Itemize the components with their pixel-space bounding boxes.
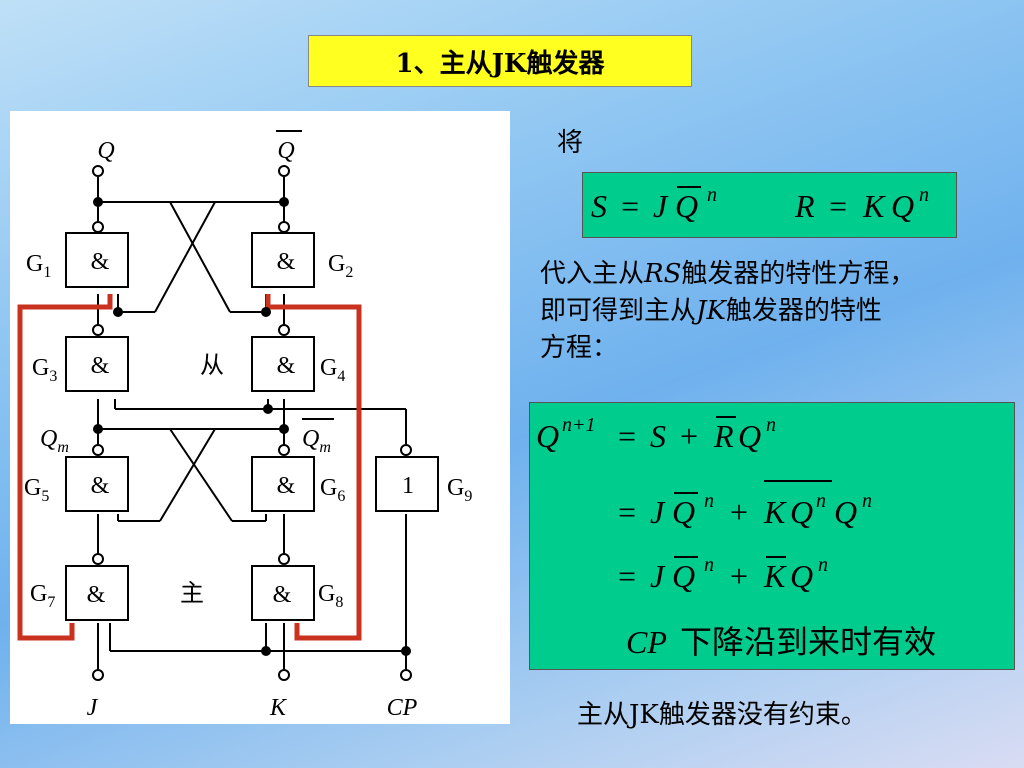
jk-flipflop-diagram: & & & & & & 1 & & G1 G2 G3 G4 G5 G6 G9 G… [10, 111, 510, 724]
row2-plus: + [730, 494, 748, 530]
slide-title: 1、主从JK触发器 [308, 35, 692, 87]
row2-k: K [763, 494, 787, 530]
para-line-1: 代入主从RS触发器的特性方程， [540, 259, 916, 289]
row3-k: K [763, 558, 787, 594]
gate-label-g2: G2 [328, 251, 353, 281]
row1-plus: + [680, 418, 698, 454]
row2-q3: Q [834, 494, 857, 530]
slave-section-label: 从 [200, 351, 224, 379]
terminal-circles [92, 165, 412, 681]
para-line-3: 方程： [540, 333, 619, 363]
eq-s-equals: = [621, 188, 639, 224]
eq-r-q: Q [891, 188, 914, 224]
row1-q2: Q [738, 418, 761, 454]
row3-plus: + [730, 558, 748, 594]
eq-s-sup-n: n [707, 184, 717, 206]
intro-word: 将 [557, 128, 584, 158]
feedback-paths [17, 294, 362, 641]
gate-label-g5: G5 [24, 475, 49, 505]
row2-sup-n-3: n [862, 490, 872, 512]
input-cp-label: CP [387, 695, 418, 721]
gate-g2-symbol: & [277, 249, 296, 275]
explanation-paragraph: 代入主从RS触发器的特性方程， 即可得到主从JK触发器的特性 方程： [540, 256, 1020, 367]
row3-sup-n-1: n [704, 554, 714, 576]
sr-equation-svg: S = J Q n R = K Q n [591, 184, 929, 224]
row3-q2: Q [790, 558, 813, 594]
gate-g7-symbol: & [87, 582, 106, 608]
eq-r-equals: = [829, 188, 847, 224]
gate-g6-symbol: & [277, 473, 296, 499]
gate-g3-symbol: & [91, 353, 110, 379]
row2-sup-n-2: n [816, 490, 826, 512]
gate-label-g7: G7 [30, 581, 55, 611]
eq-s-lhs: S [591, 188, 607, 224]
gate-label-g8: G8 [318, 581, 343, 611]
gate-g9-symbol: 1 [402, 473, 414, 499]
row3-j: J [650, 558, 666, 594]
row1-sup-n: n [766, 414, 776, 436]
row1-r: R [713, 418, 734, 454]
eq-r-sup-n: n [919, 184, 929, 206]
row1-sup-next: n+1 [562, 414, 596, 436]
master-section-label: 主 [180, 579, 204, 607]
row2-q: Q [672, 494, 695, 530]
row1-s: S [650, 418, 666, 454]
output-q-label: Q [97, 138, 114, 164]
sr-equation-box: S = J Q n R = K Q n [582, 172, 957, 238]
output-qbar-label: Q [277, 138, 294, 164]
gate-g8-symbol: & [273, 582, 292, 608]
qm-bar-label: Qm [302, 426, 331, 456]
gate-g1-symbol: & [91, 249, 110, 275]
row3-sup-n-2: n [818, 554, 828, 576]
char-equation-box: Q n+1 = S + R Q n = J Q n + K Q n Q n = … [529, 402, 1015, 670]
eq-s-j: J [653, 188, 669, 224]
row1-equals: = [618, 418, 636, 454]
eq-r-lhs: R [794, 188, 815, 224]
gate-label-g6: G6 [320, 475, 345, 505]
cp-note-symbol: CP [626, 624, 667, 660]
row3-equals: = [618, 558, 636, 594]
eq-r-k: K [862, 188, 886, 224]
row1-q: Q [536, 418, 559, 454]
gate-label-g9: G9 [447, 475, 472, 505]
gate-g5-symbol: & [91, 473, 110, 499]
circuit-svg: & & & & & & 1 & & G1 G2 G3 G4 G5 G6 G9 G… [17, 130, 472, 721]
qm-label: Qm [40, 426, 69, 456]
gate-label-g3: G3 [32, 355, 57, 385]
junction-dots [93, 197, 411, 656]
eq-s-q: Q [675, 188, 698, 224]
row3-q: Q [672, 558, 695, 594]
row2-q2: Q [790, 494, 813, 530]
row2-equals: = [618, 494, 636, 530]
gate-g4-symbol: & [277, 353, 296, 379]
row2-j: J [650, 494, 666, 530]
row2-sup-n-1: n [704, 490, 714, 512]
char-equation-svg: Q n+1 = S + R Q n = J Q n + K Q n Q n = … [536, 414, 936, 661]
bottom-note: 主从JK触发器没有约束。 [577, 700, 867, 730]
input-j-label: J [87, 695, 99, 721]
cp-note-text: 下降沿到来时有效 [680, 623, 936, 661]
input-k-label: K [269, 695, 288, 721]
gate-label-g4: G4 [320, 355, 345, 385]
gate-label-g1: G1 [26, 251, 51, 281]
para-line-2: 即可得到主从JK触发器的特性 [540, 296, 882, 326]
gate-boxes [65, 232, 439, 621]
